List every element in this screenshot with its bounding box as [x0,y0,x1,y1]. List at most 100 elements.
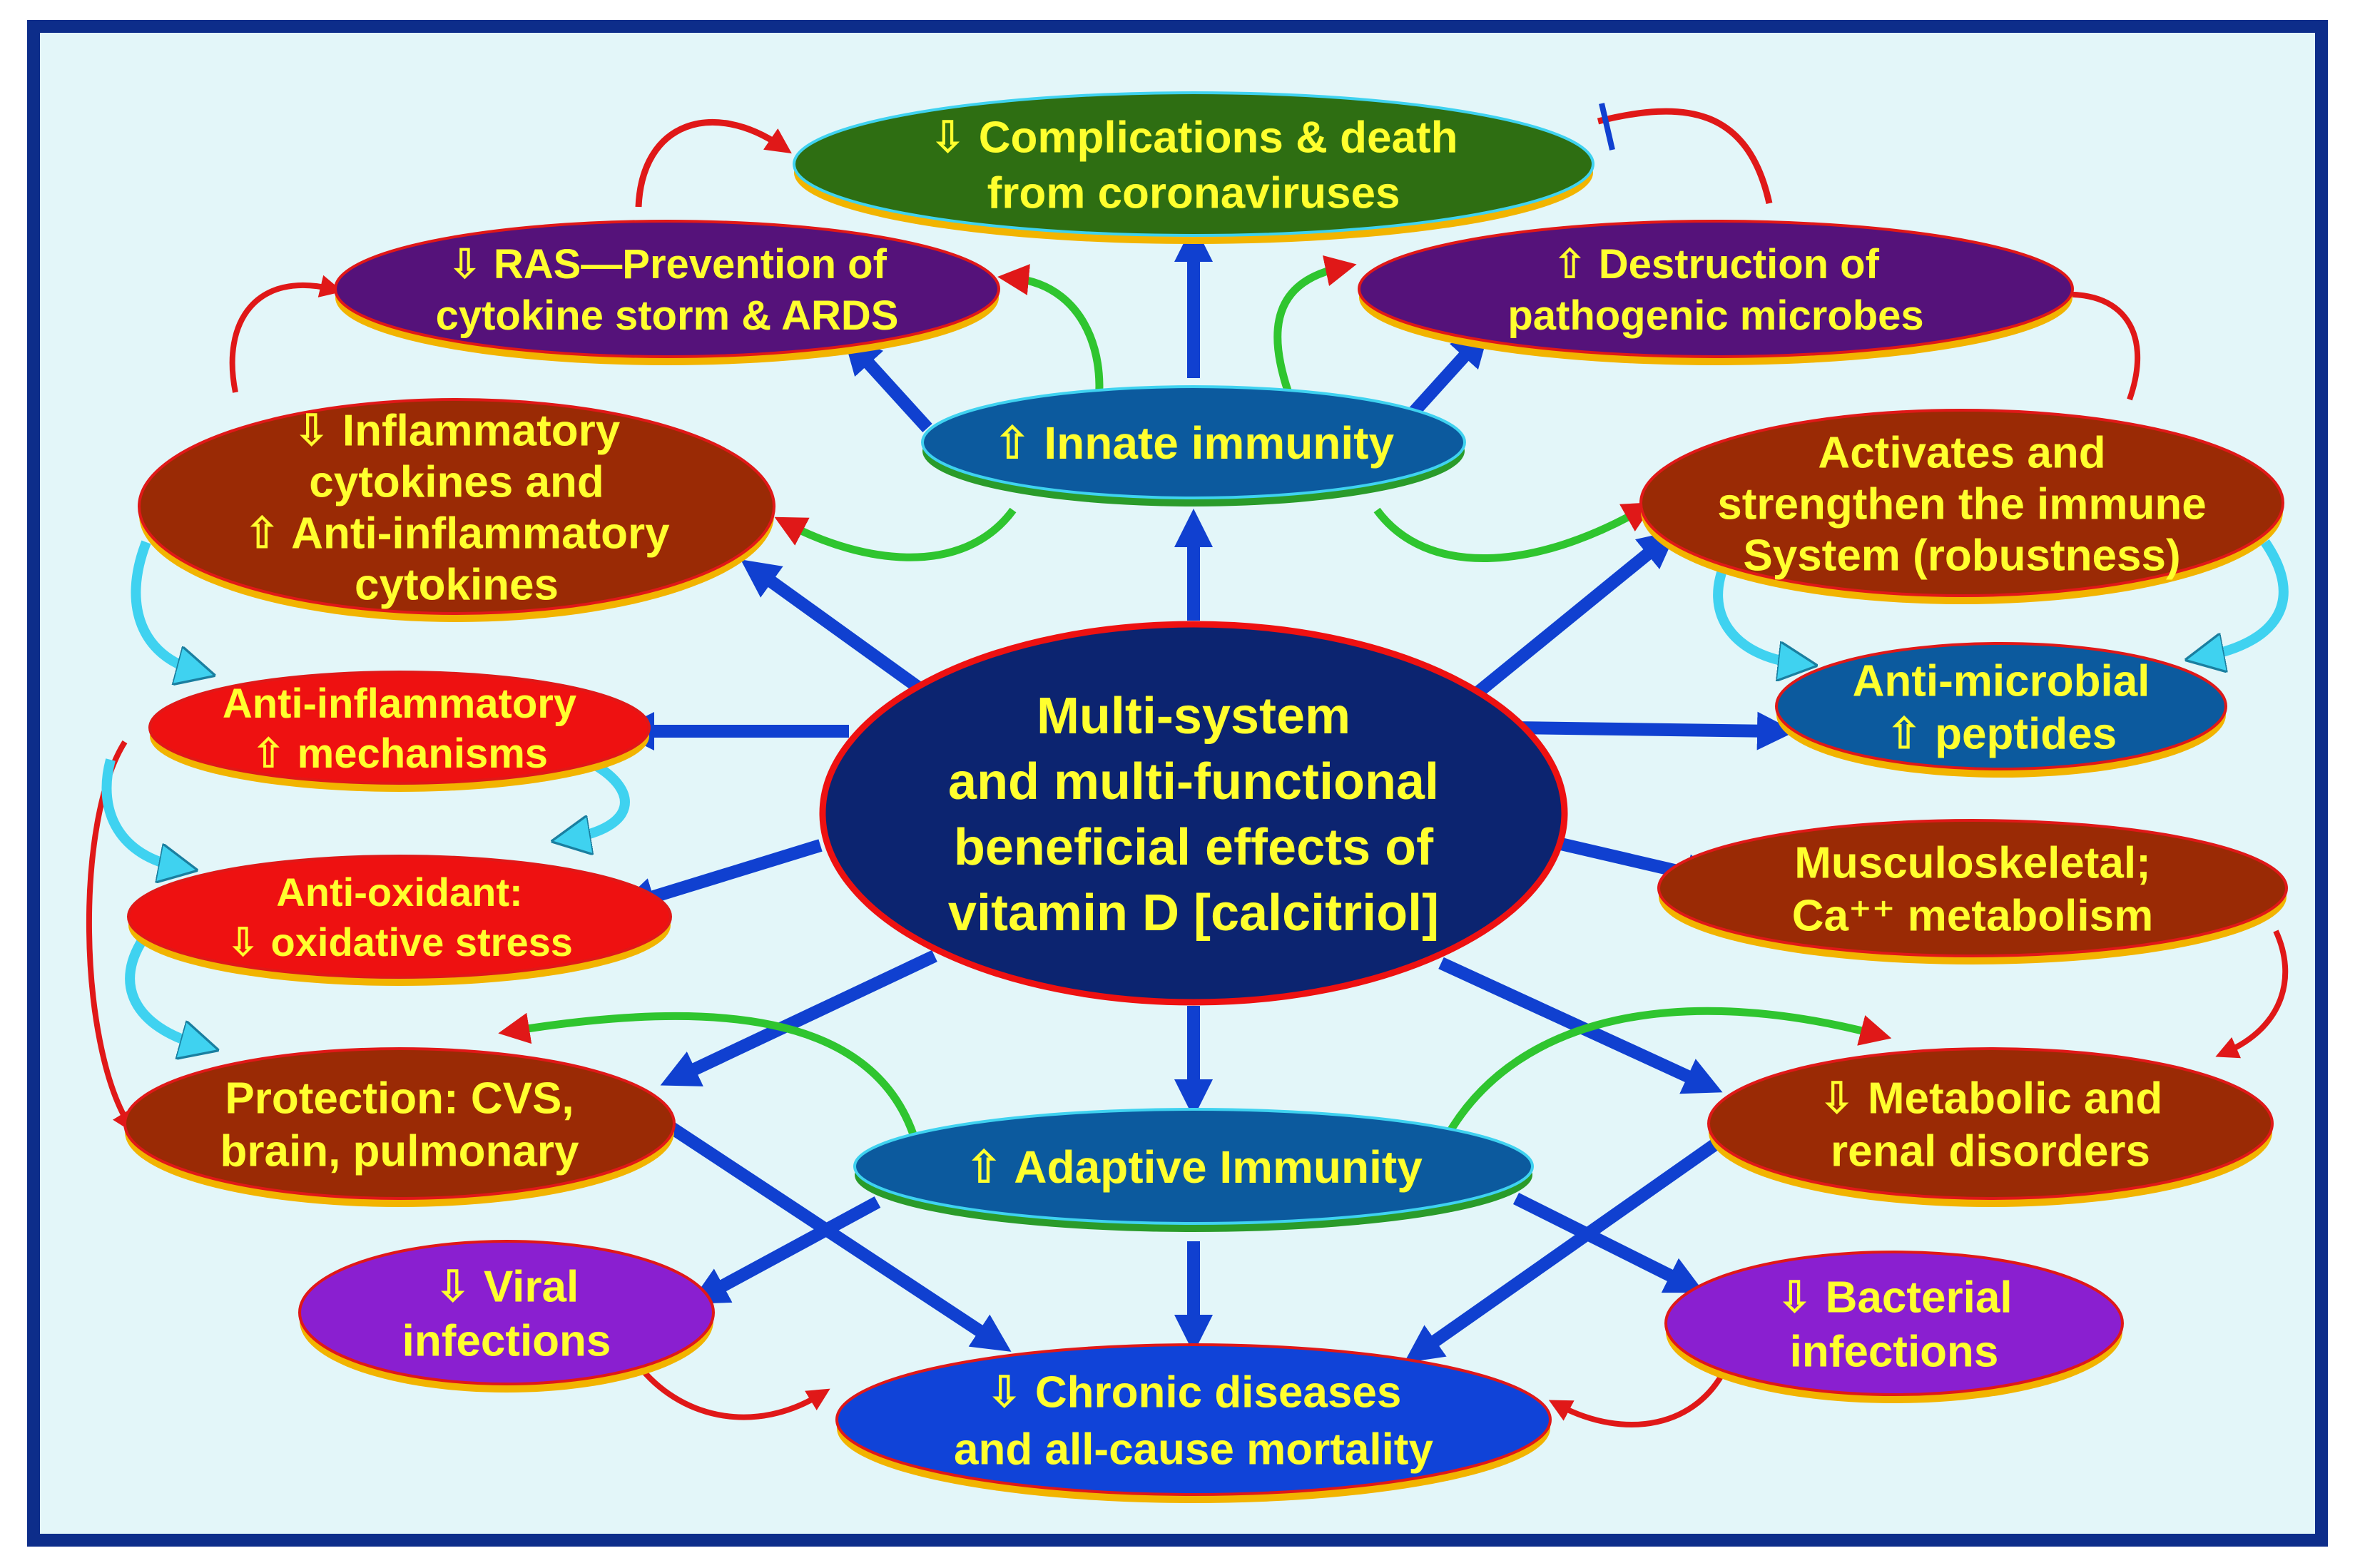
node-label-line: ⇧ Adaptive Immunity [965,1141,1423,1193]
center-label-line: and multi-functional [948,753,1439,810]
node-label-line: Anti-inflammatory [223,681,576,727]
node-label-line: ⇧ mechanisms [251,730,548,777]
node-label-line: ⇩ Metabolic and [1819,1074,2163,1123]
cyan-anti-inflammatory-to-antioxidant [571,758,630,838]
node-label-line: strengthen the immune [1717,479,2207,529]
arrow-innate-to-destruction [1404,327,1490,422]
ellipse-shape [1707,1047,2274,1200]
node-label-line: brain, pulmonary [220,1126,579,1176]
ellipse-shape [793,91,1594,237]
node-label-line: cytokines [355,560,559,609]
ellipse-shape [334,220,1000,358]
node-antioxidant: Anti-oxidant: ⇩ oxidative stress [127,855,672,986]
center-label-line: vitamin D [calcitriol] [948,885,1439,942]
ellipse-shape [1657,819,2288,957]
curve-viral-to-chronic [639,1368,830,1420]
node-label-line: ⇩ Chronic diseases [986,1368,1402,1417]
node-label-line: Musculoskeletal; [1794,838,2151,887]
arrow-center-to-activates [1465,529,1677,704]
arrow-center-to-protection [660,950,937,1086]
node-label-line: Activates and [1818,428,2105,477]
node-label-line: from coronaviruses [987,168,1400,218]
curve-musculoskeletal-to-metabolic [2215,930,2289,1059]
ellipse-shape [138,398,775,615]
arrow-metabolic-to-chronic [1403,1136,1724,1363]
curve-bacterial-to-chronic [1548,1365,1729,1427]
node-label-line: System (robustness) [1743,531,2180,580]
ellipse-shape [853,1108,1534,1225]
arrow-protection-to-chronic [667,1121,1012,1352]
node-label-line: infections [402,1316,611,1365]
node-label-line: cytokine storm & ARDS [436,292,899,339]
arrow-adaptive-to-bacterial [1512,1192,1705,1293]
node-label-line: ⇩ Inflammatory [293,406,621,455]
ellipse-shape [1664,1251,2124,1396]
ellipse-shape [1358,220,2074,358]
node-label-line: ⇩ RAS—Prevention of [447,241,887,287]
node-label-line: pathogenic microbes [1507,292,1923,339]
ellipse-shape [148,671,651,785]
cyan-activates-to-antimicrobial-left [1713,558,1798,663]
curve-activates-to-destruction [2036,282,2141,401]
node-ras: ⇩ RAS—Prevention of cytokine storm & ARDS [334,220,1000,365]
node-label-line: Anti-oxidant: [276,870,522,915]
center-label-line: Multi-system [1037,688,1351,745]
cyan-anti-inflammatory-to-antioxidant-left [101,758,178,867]
curve-adaptive-to-metabolic [1445,1007,1892,1136]
inhibit-bar [1599,103,1615,151]
ellipse-shape [921,385,1466,499]
center-ellipse [819,621,1568,1006]
nodes-layer: ⇩ Complications & death from coronaviruse… [123,91,2288,1503]
node-destruction: ⇧ Destruction of pathogenic microbes [1358,220,2074,365]
arrow-center-to-antimicrobial [1512,711,1796,750]
node-label-line: ⇧ Innate immunity [993,417,1395,469]
ellipse-shape [298,1240,715,1385]
node-label-line: Anti-microbial [1853,656,2150,706]
arrow-innate-to-ras [843,335,932,433]
node-label-line: ⇧ peptides [1886,709,2117,758]
curve-innate-to-activates [1373,502,1655,563]
curve-destruction-to-complications [1597,108,1773,204]
node-label-line: ⇩ Complications & death [930,113,1458,162]
node-label-line: ⇧ Anti-inflammatory [243,509,670,558]
node-bacterial: ⇩ Bacterial infections [1664,1251,2124,1403]
node-label-line: ⇧ Destruction of [1552,241,1880,287]
node-label-line: ⇩ Viral [434,1262,579,1311]
arrow-adaptive-to-viral [689,1196,881,1304]
node-label-line: ⇩ oxidative stress [226,920,573,964]
node-antimicrobial: Anti-microbial⇧ peptides [1775,642,2227,778]
node-innate: ⇧ Innate immunity [921,385,1466,506]
curve-inflammatory-to-ras [229,275,343,393]
node-label-line: Ca⁺⁺ metabolism [1792,891,2153,940]
ellipse-shape [835,1343,1552,1496]
node-viral: ⇩ Viral infections [298,1240,715,1393]
node-chronic: ⇩ Chronic diseases and all-cause mortalit… [835,1343,1552,1503]
center-node: Multi-system and multi-functional benefici… [819,621,1568,1006]
ellipse-shape [1775,642,2227,770]
curve-adaptive-to-protection [498,1012,917,1136]
node-label-line: and all-cause mortality [954,1425,1433,1474]
arrow-center-to-inflammatory [741,559,939,705]
node-label-line: cytokines and [309,457,604,506]
node-label-line: renal disorders [1831,1126,2150,1176]
cyan-antioxidant-to-protection [125,931,200,1045]
node-label-line: ⇩ Bacterial [1776,1273,2012,1322]
ellipse-shape [127,855,672,979]
node-label-line: Protection: CVS, [225,1074,574,1123]
curve-ras-to-complications [635,119,792,208]
node-adaptive: ⇧ Adaptive Immunity [853,1108,1534,1232]
arrow-center-to-antioxidant [616,839,823,915]
node-label-line: infections [1790,1327,1999,1376]
node-protection: Protection: CVS,brain, pulmonary [123,1047,676,1207]
ellipse-shape [1639,409,2284,597]
center-label-line: beneficial effects of [954,819,1434,876]
cyan-activates-to-antimicrobial-right [2204,539,2289,656]
blue-arrows [616,223,1796,1363]
node-anti-inflammatory: Anti-inflammatory⇧ mechanisms [148,671,651,792]
cyan-arrows [101,539,2289,1045]
curve-innate-to-inflammatory [774,507,1017,561]
